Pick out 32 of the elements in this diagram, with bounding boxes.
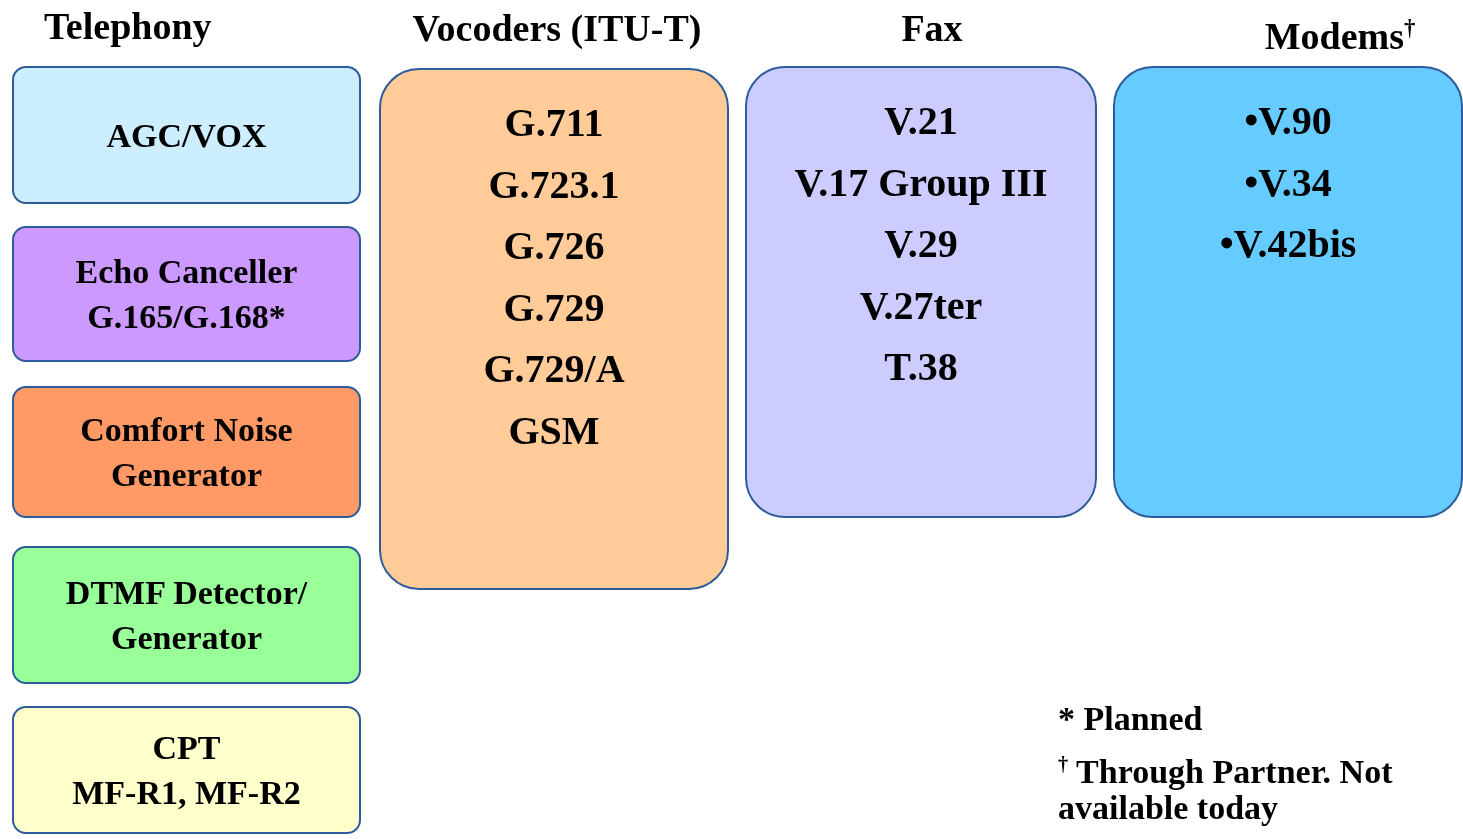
standard-name: •V.34 <box>1244 158 1332 207</box>
standard-name: GSM <box>508 406 600 455</box>
function-name: Echo Canceller <box>74 252 299 292</box>
standard-name: •V.90 <box>1244 97 1332 145</box>
standard-name: G.726 <box>503 222 605 270</box>
standard-name: V.17 Group III <box>794 158 1048 207</box>
function-box <box>12 226 361 362</box>
function-name: MF-R1, MF-R2 <box>71 773 302 813</box>
function-name: DTMF Detector/ Generator <box>64 573 309 658</box>
standard-name: V.21 <box>884 97 958 145</box>
standard-name: G.723.1 <box>488 160 620 209</box>
column-heading: Telephony <box>44 4 212 48</box>
column-heading: Modems$^{†}$ <box>1264 13 1416 58</box>
footnote: * Planned <box>1058 700 1203 738</box>
standard-name: V.27ter <box>859 281 983 330</box>
function-name: AGC/VOX <box>105 115 268 156</box>
standard-name: T.38 <box>884 343 958 391</box>
standard-name: •V.42bis <box>1219 220 1357 268</box>
column-heading: Fax <box>901 6 963 50</box>
function-box <box>12 66 361 204</box>
function-name: G.165/G.168* <box>86 297 287 337</box>
standard-name: G.711 <box>504 99 604 147</box>
function-box <box>12 546 361 684</box>
footnote: $^{†}$ Through Partner. Not available today <box>1058 752 1394 827</box>
function-box <box>12 386 361 518</box>
standard-name: G.729 <box>503 283 605 332</box>
column-heading: Vocoders (ITU-T) <box>412 6 702 50</box>
function-box <box>12 706 361 834</box>
function-name: Comfort Noise Generator <box>79 410 294 495</box>
standard-name: V.29 <box>884 220 958 268</box>
standard-name: G.729/A <box>483 345 625 393</box>
function-name: CPT <box>151 728 222 768</box>
